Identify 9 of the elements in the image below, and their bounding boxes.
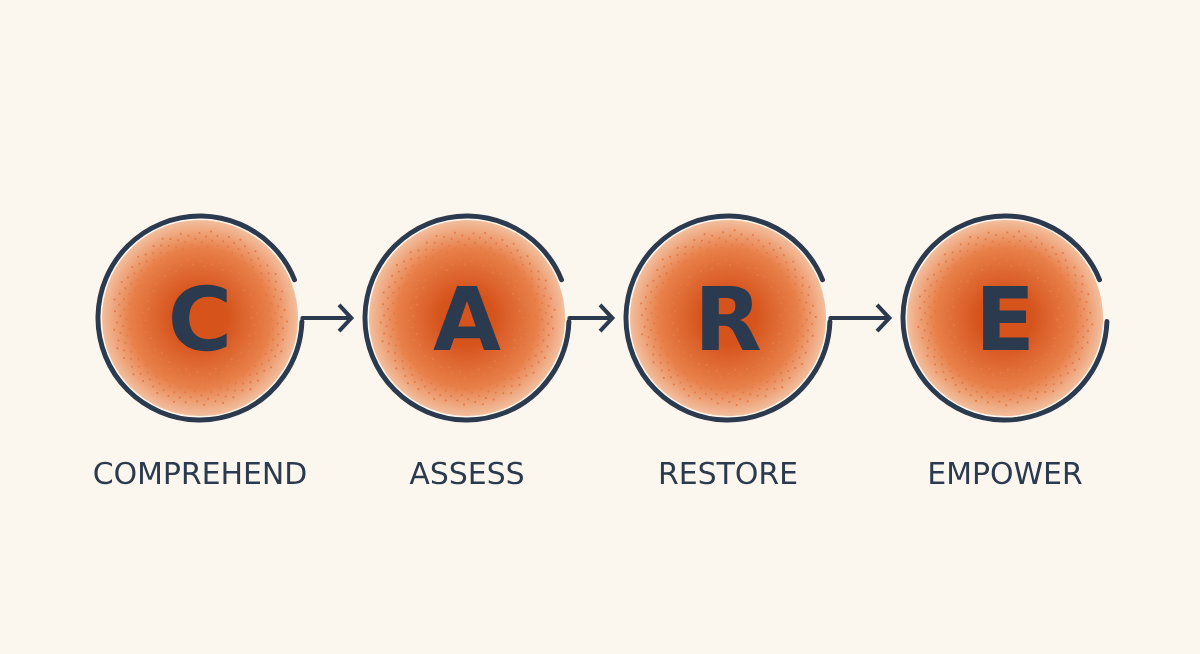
arrow xyxy=(828,303,893,333)
step-label: RESTORE xyxy=(660,461,797,485)
node-label: R xyxy=(702,285,761,351)
step-label: EMPOWER xyxy=(930,461,1082,485)
node-label: A xyxy=(433,285,501,351)
step-label: COMPREHEND xyxy=(94,461,306,485)
node-label: C xyxy=(172,284,227,352)
step-label: ASSESS xyxy=(409,461,523,485)
node-label: E xyxy=(983,285,1029,351)
